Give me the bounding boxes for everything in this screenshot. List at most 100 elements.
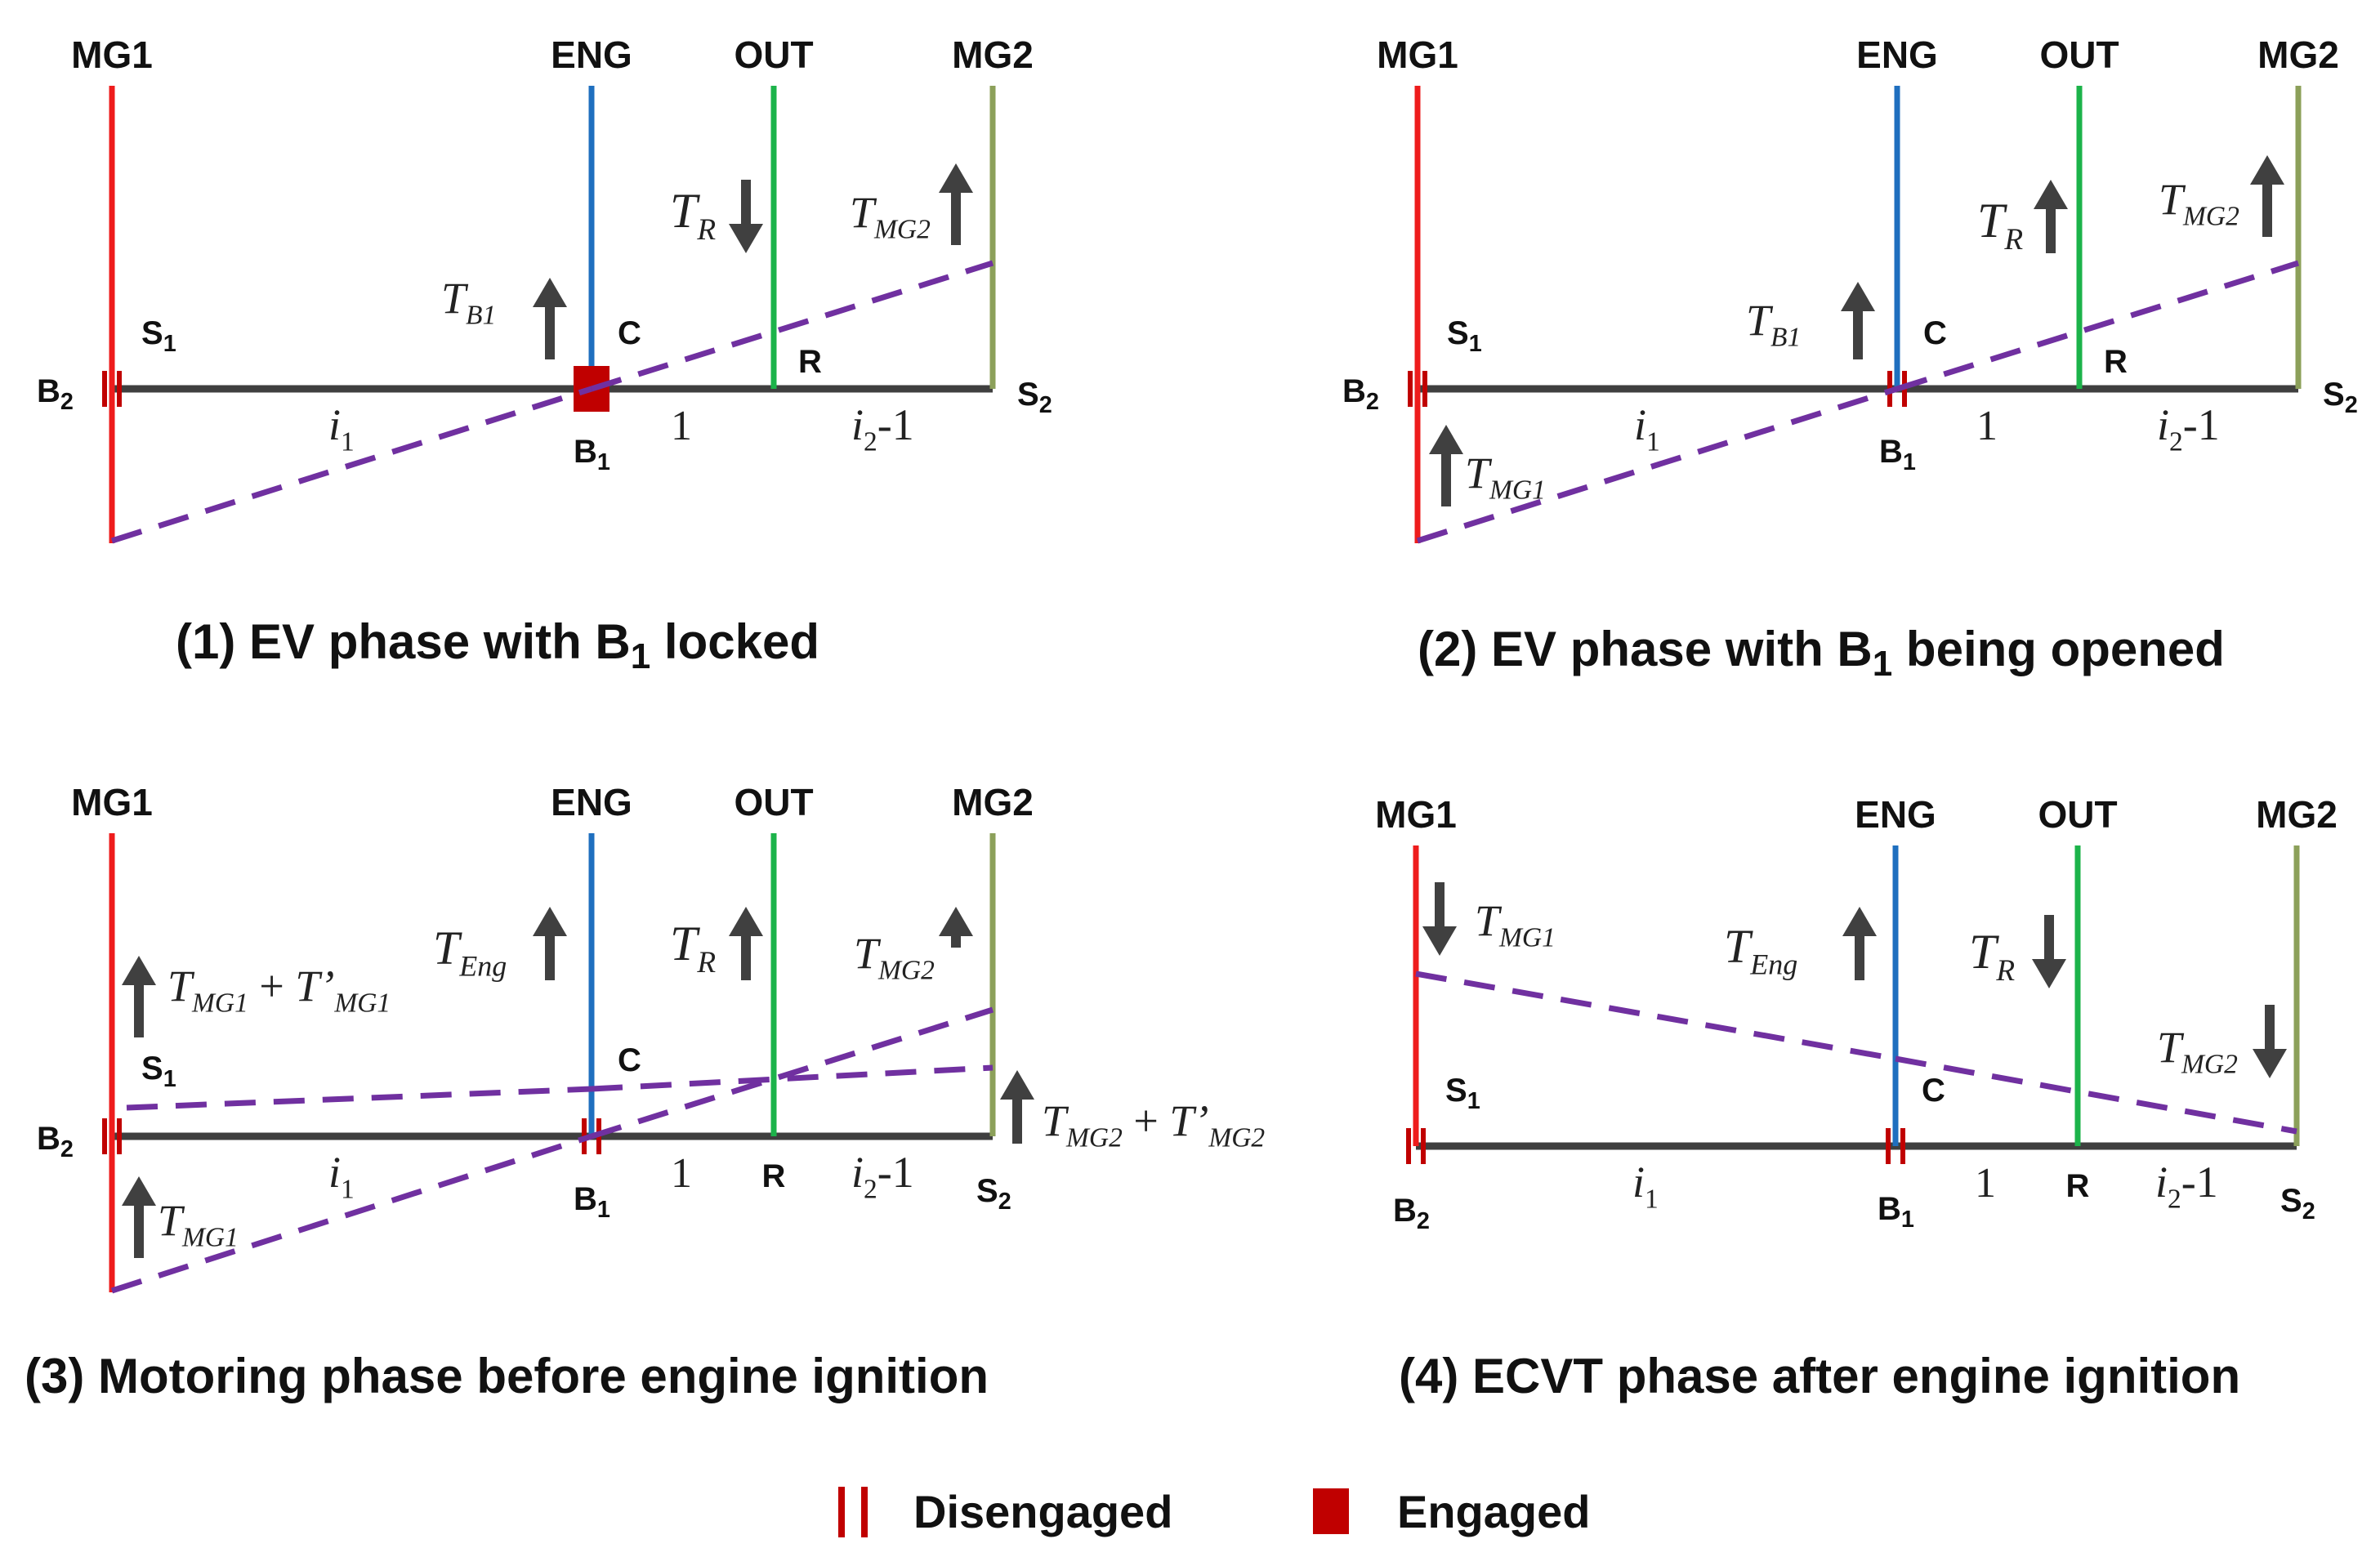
torque-label-3: TMG2	[2157, 1023, 2238, 1080]
eng-label: ENG	[1856, 33, 1938, 76]
speed-line-3	[591, 1064, 994, 1092]
torque-label-1-text: TEng	[1724, 920, 1797, 981]
torque-arrow-3-shaft	[134, 985, 144, 1037]
torque-label-3-text: TMG2	[2157, 1023, 2238, 1080]
ratio-i2-label: i2-1	[2157, 400, 2220, 457]
torque-arrow-1	[2034, 180, 2068, 253]
torque-arrow-1	[1842, 907, 1877, 980]
legend-engaged-symbol	[1313, 1488, 1349, 1534]
b2-label: B2	[1393, 1193, 1430, 1234]
torque-label-2-text: TMG2	[2159, 175, 2239, 232]
panel-caption: (4) ECVT phase after engine ignition	[1399, 1349, 2240, 1403]
torque-label-4: TMG1	[158, 1196, 239, 1253]
legend-engaged-label: Engaged	[1397, 1486, 1590, 1537]
torque-arrow-0	[1841, 282, 1875, 359]
ratio-1-label: 1	[671, 403, 692, 449]
ratio-i1-label: i1	[328, 1148, 355, 1205]
ratio-1-label: 1	[671, 1150, 692, 1197]
r-label: R	[798, 344, 822, 380]
torque-arrow-0-shaft	[1435, 882, 1445, 926]
eng-label: ENG	[551, 33, 632, 76]
ratio-i2-label: i2-1	[851, 1148, 914, 1205]
torque-arrow-3	[122, 956, 156, 1037]
torque-arrow-4	[122, 1176, 156, 1258]
panel-caption: (2) EV phase with B1 being opened	[1418, 622, 2225, 684]
torque-arrow-5-head	[1000, 1070, 1034, 1100]
out-label: OUT	[734, 33, 813, 76]
torque-label-5-text: TMG2 + T’MG2	[1042, 1096, 1265, 1153]
r-label: R	[2066, 1168, 2090, 1204]
torque-arrow-3-shaft	[1441, 454, 1451, 506]
torque-label-2-text: TR	[1969, 925, 2015, 988]
torque-arrow-2-head	[2250, 155, 2284, 185]
torque-arrow-1-shaft	[741, 936, 751, 980]
s2-label: S2	[2323, 377, 2358, 418]
ratio-i2-label: i2-1	[2155, 1158, 2218, 1215]
b1-label: B1	[1878, 1191, 1914, 1233]
eng-label: ENG	[551, 781, 632, 823]
torque-arrow-0-head	[1422, 926, 1457, 956]
mg1-label: MG1	[71, 33, 153, 76]
ratio-1-label: 1	[1976, 403, 1998, 449]
c-label: C	[618, 315, 641, 351]
torque-arrow-0-head	[533, 907, 567, 936]
mg1-label: MG1	[1377, 33, 1458, 76]
c-label: C	[1922, 1073, 1945, 1109]
speed-line-0	[110, 1133, 593, 1294]
speed-line-1	[1896, 260, 2300, 392]
torque-arrow-3	[1429, 425, 1463, 506]
torque-arrow-3	[2253, 1005, 2287, 1078]
torque-arrow-2-head	[939, 907, 973, 936]
torque-arrow-2-shaft	[2262, 185, 2272, 237]
torque-arrow-4-shaft	[134, 1206, 144, 1258]
mg2-label: MG2	[2256, 793, 2338, 836]
torque-arrow-1-shaft	[1855, 936, 1864, 980]
torque-arrow-1-shaft	[2046, 209, 2056, 253]
b2-brake-disengaged	[102, 371, 122, 407]
torque-arrow-3-head	[122, 956, 156, 985]
torque-label-2: TMG2	[850, 188, 931, 245]
r-label: R	[762, 1158, 786, 1194]
torque-label-2: TMG2	[854, 929, 935, 986]
torque-arrow-4-head	[122, 1176, 156, 1206]
c-label: C	[1923, 315, 1947, 351]
torque-label-1: TR	[1977, 194, 2023, 257]
torque-arrow-2-shaft	[2044, 915, 2054, 959]
torque-label-0: TMG1	[1475, 896, 1556, 953]
s2-label: S2	[2280, 1183, 2315, 1225]
torque-arrow-1	[729, 907, 763, 980]
torque-arrow-0-head	[533, 278, 567, 307]
torque-arrow-2	[2032, 915, 2066, 988]
s1-label: S1	[141, 315, 176, 357]
torque-label-3: TMG1	[1465, 448, 1546, 506]
r-label: R	[2104, 344, 2128, 380]
torque-arrow-1-head	[729, 224, 763, 253]
torque-label-0-text: TEng	[433, 921, 507, 983]
b1-brake-disengaged	[1886, 1128, 1905, 1164]
panel-caption: (3) Motoring phase before engine ignitio…	[25, 1349, 989, 1403]
torque-arrow-2-head	[939, 163, 973, 193]
torque-arrow-2	[2250, 155, 2284, 237]
c-label: C	[618, 1042, 641, 1078]
torque-arrow-3-head	[1429, 425, 1463, 454]
torque-arrow-1-shaft	[741, 180, 751, 224]
mg1-label: MG1	[71, 781, 153, 823]
torque-arrow-2	[939, 907, 973, 948]
torque-arrow-1	[729, 180, 763, 253]
torque-label-0-text: TMG1	[1475, 896, 1556, 953]
mg2-label: MG2	[952, 781, 1034, 823]
b2-label: B2	[37, 373, 74, 415]
mg2-label: MG2	[952, 33, 1034, 76]
torque-arrow-0-shaft	[1853, 311, 1863, 359]
s1-label: S1	[1445, 1073, 1480, 1114]
ratio-i1-label: i1	[1632, 1158, 1659, 1215]
torque-label-3: TMG1 + T’MG1	[167, 961, 391, 1019]
b2-label: B2	[37, 1121, 74, 1162]
torque-label-0: TB1	[441, 274, 496, 331]
torque-label-1: TR	[670, 917, 716, 979]
speed-line-1	[590, 260, 994, 392]
s2-label: S2	[976, 1173, 1011, 1215]
torque-arrow-0-head	[1841, 282, 1875, 311]
